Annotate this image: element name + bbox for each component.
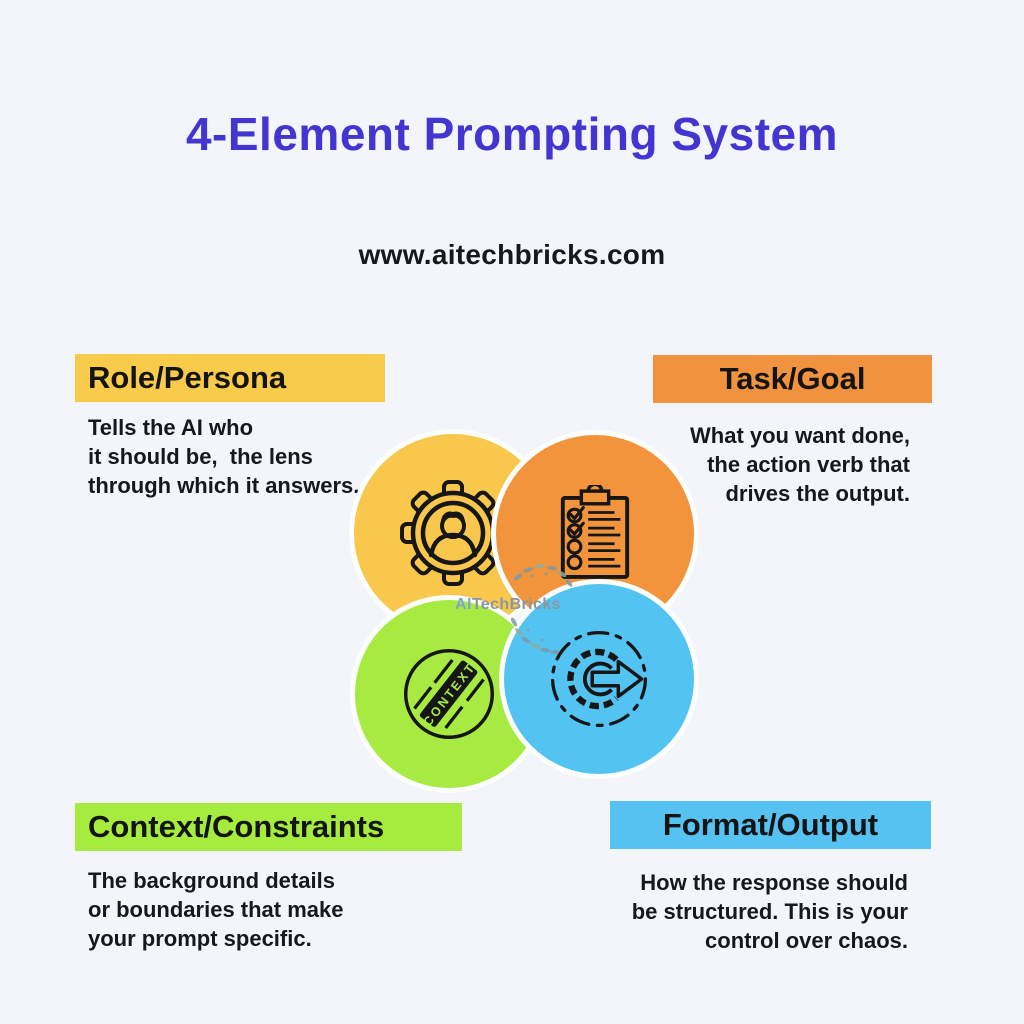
desc-line: How the response should <box>640 870 908 895</box>
desc-line: Tells the AI who <box>88 415 254 440</box>
desc-line: drives the output. <box>725 481 910 506</box>
label-role-persona: Role/Persona <box>75 354 385 402</box>
label-task-goal: Task/Goal <box>653 355 932 403</box>
desc-line: through which it answers. <box>88 473 360 498</box>
gear-arrow-icon <box>550 630 648 728</box>
desc-role-persona: Tells the AI who it should be, the lens … <box>88 413 359 500</box>
clipboard-checklist-icon <box>560 485 630 579</box>
desc-format-output: How the response should be structured. T… <box>632 868 908 955</box>
context-stamp-icon: CONTEXT <box>404 649 494 739</box>
label-format-output: Format/Output <box>610 801 931 849</box>
desc-line: it should be, the lens <box>88 444 313 469</box>
desc-line: or boundaries that make <box>88 897 344 922</box>
page-title: 4-Element Prompting System <box>185 108 839 160</box>
desc-line: be structured. This is your <box>631 899 908 924</box>
desc-line: your prompt specific. <box>88 926 312 951</box>
label-context-constraints: Context/Constraints <box>75 803 462 851</box>
desc-line: the action verb that <box>707 452 910 477</box>
desc-line: control over chaos. <box>705 928 908 953</box>
desc-line: The background details <box>88 868 335 893</box>
website-url: www.aitechbricks.com <box>358 239 666 270</box>
desc-context-constraints: The background details or boundaries tha… <box>88 866 344 953</box>
desc-line: What you want done, <box>690 423 910 448</box>
circle-format-output <box>499 579 699 779</box>
desc-task-goal: What you want done, the action verb that… <box>690 421 910 508</box>
